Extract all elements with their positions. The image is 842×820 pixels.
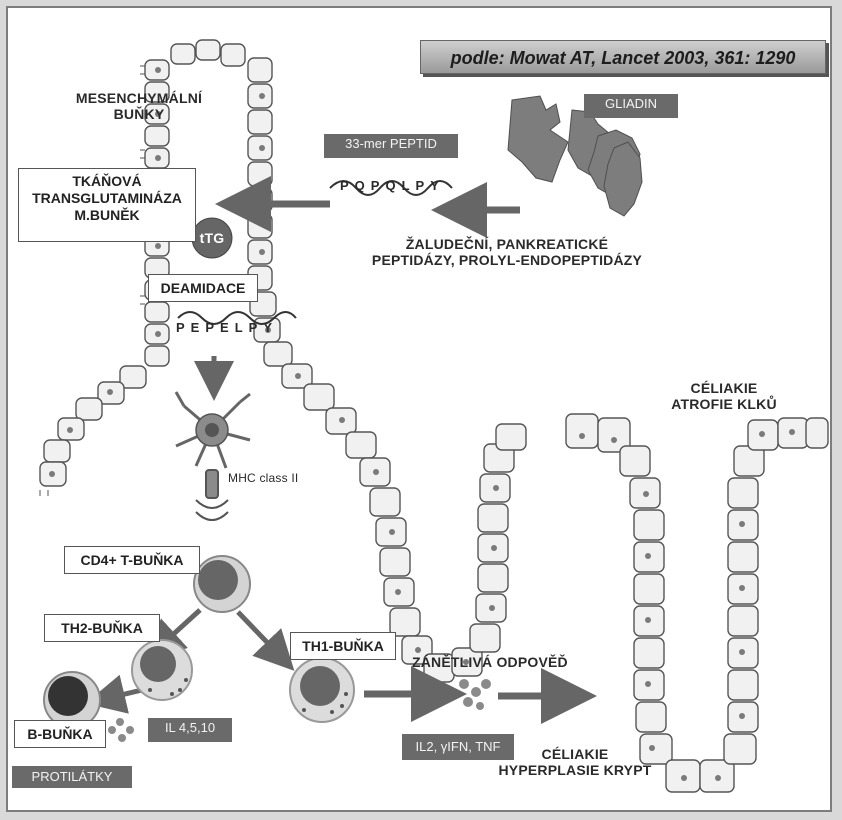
inflammatory-label: ZÁNĚTLIVÁ ODPOVĚĎ (412, 654, 602, 670)
letter-bottom-4: E (220, 320, 235, 335)
cytokines-th1 (459, 679, 491, 710)
th2-box: TH2-BUŇKA (44, 614, 160, 642)
tg-line-3: M.BUNĚK (19, 207, 195, 224)
il-th2-label: IL 4,5,10 (148, 718, 232, 742)
atrophic-villi (566, 414, 828, 792)
peptide-letters-bottom: PEPELPY (176, 320, 300, 336)
source-citation: podle: Mowat AT, Lancet 2003, 361: 1290 (420, 40, 826, 74)
letter-top-3: P (371, 178, 386, 193)
arrow-th2-to-bcell (100, 690, 142, 700)
hyperplasia-line-2: HYPERPLASIE KRYPT (480, 762, 670, 778)
tg-line-2: TRANSGLUTAMINÁZA (19, 190, 195, 207)
atrophic-nuclei (579, 429, 795, 781)
th1-box: TH1-BUŇKA (290, 632, 396, 660)
atrophy-line-2: ATROFIE KLKŮ (654, 396, 794, 412)
peptidases-line-2: PEPTIDÁZY, PROLYL-ENDOPEPTIDÁZY (342, 252, 672, 268)
letter-top-7: Y (430, 178, 445, 193)
gliadin-label: GLIADIN (584, 94, 678, 118)
ttg-label: tTG (194, 230, 230, 246)
mesenchymal-line-2: BUŇKY (74, 106, 204, 122)
b-cell-box: B-BUŇKA (14, 720, 106, 748)
tg-line-1: TKÁŇOVÁ (19, 173, 195, 190)
letter-top-5: L (402, 178, 416, 193)
letter-bottom-7: Y (263, 320, 278, 335)
peptide-letters-top: PQPQLPY (340, 178, 460, 194)
letter-bottom-2: E (191, 320, 206, 335)
microvilli (40, 66, 145, 496)
deamidation-box: DEAMIDACE (148, 274, 258, 302)
cd4-box: CD4+ T-BUŇKA (64, 546, 200, 574)
th2-cell (132, 640, 192, 700)
peptidases-label: ŽALUDEČNÍ, PANKREATICKÉ PEPTIDÁZY, PROLY… (342, 236, 672, 268)
cd4-t-cell (194, 556, 250, 612)
th1-cell (290, 658, 354, 722)
letter-bottom-1: P (176, 320, 191, 335)
hyperplasia-line-1: CÉLIAKIE (480, 746, 670, 762)
antibodies-label: PROTILÁTKY (12, 766, 132, 788)
peptide-label: 33-mer PEPTID (324, 134, 458, 158)
cytokines-th2 (108, 718, 134, 742)
letter-bottom-3: P (205, 320, 220, 335)
celiac-atrophy-label: CÉLIAKIE ATROFIE KLKŮ (654, 380, 794, 412)
letter-top-6: P (416, 178, 431, 193)
atrophy-line-1: CÉLIAKIE (654, 380, 794, 396)
letter-top-1: P (340, 178, 355, 193)
arrow-cd4-to-th1 (238, 612, 284, 660)
mhc-molecule (196, 470, 228, 520)
mesenchymal-label: MESENCHYMÁLNÍ BUŇKY (74, 90, 204, 122)
letter-top-2: Q (355, 178, 371, 193)
peptidases-line-1: ŽALUDEČNÍ, PANKREATICKÉ (342, 236, 672, 252)
transglutaminase-box: TKÁŇOVÁ TRANSGLUTAMINÁZA M.BUNĚK (18, 168, 196, 242)
letter-top-4: Q (385, 178, 401, 193)
mesenchymal-line-1: MESENCHYMÁLNÍ (74, 90, 204, 106)
letter-bottom-6: P (249, 320, 264, 335)
mhc-label: MHC class II (228, 470, 348, 486)
letter-bottom-5: L (235, 320, 249, 335)
celiac-hyperplasia-label: CÉLIAKIE HYPERPLASIE KRYPT (480, 746, 670, 778)
